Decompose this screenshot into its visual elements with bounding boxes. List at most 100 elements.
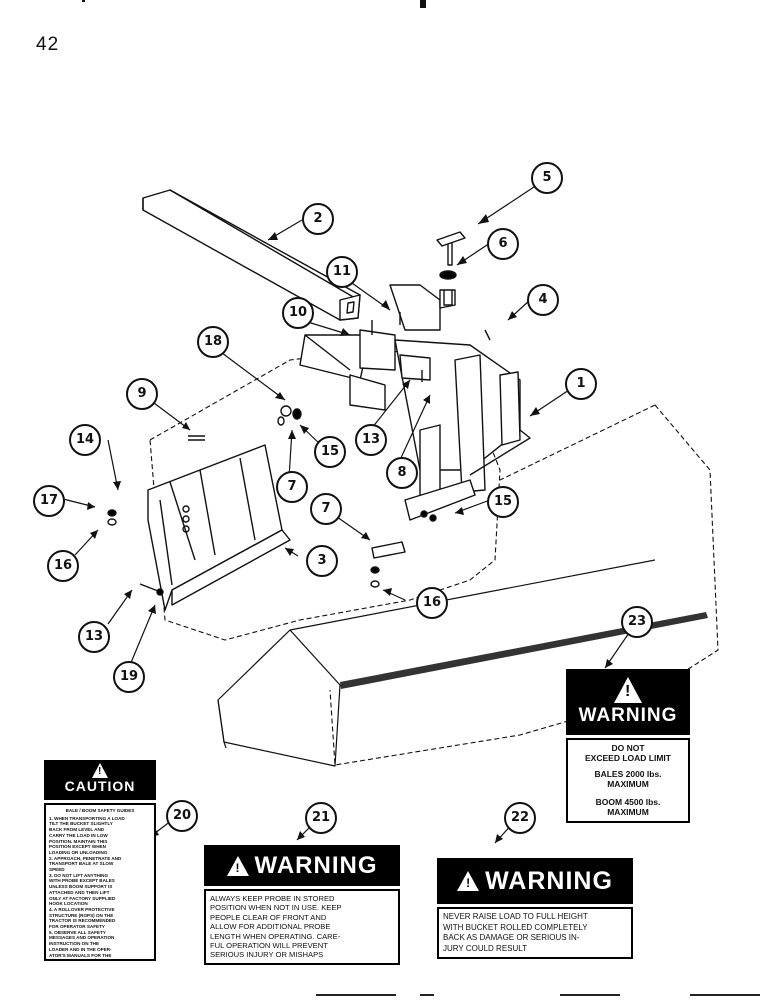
caution-line: ONLY AT FACTORY SUPPLIED [49, 895, 116, 901]
callout-16: 16 [416, 587, 448, 619]
callout-15: 15 [314, 436, 346, 468]
caution-banner: ! CAUTION [44, 760, 156, 800]
callout-20: 20 [166, 800, 198, 832]
caution-line: LOADER AND BALE / BOOM [49, 958, 112, 961]
callout-23: 23 [621, 606, 653, 638]
caution-line: SPEED [49, 867, 65, 873]
caution-line: 4. A ROLLOVER PROTECTIVE [49, 906, 115, 912]
warning-line: POSITION WHEN NOT IN USE. KEEP [210, 903, 342, 913]
callout-21: 21 [305, 802, 337, 834]
callout-2: 2 [302, 203, 334, 235]
caution-line: TILT THE BUCKET SLIGHTLY [49, 821, 113, 827]
top-rule-right [420, 0, 426, 8]
warning-header: WARNING [254, 851, 378, 879]
caution-line: 1. WHEN TRANSPORTING A LOAD [49, 815, 125, 821]
caution-header: CAUTION [64, 778, 136, 794]
caution-line: STRUCTURE (ROPS) ON THE [49, 912, 114, 918]
caution-line: TRANSPORT BALE AT SLOW [49, 861, 114, 867]
callout-5: 5 [531, 162, 563, 194]
warning-line: BOOM 4500 lbs. [595, 797, 661, 807]
bottom-rule [690, 994, 760, 996]
callout-1: 1 [565, 368, 597, 400]
caution-line: ATTACHED AND THEN LIFT [49, 889, 110, 895]
warning-header: WARNING [578, 705, 678, 726]
warning-header: WARNING [485, 866, 613, 895]
callout-19: 19 [113, 661, 145, 693]
bracket-part-3 [147, 444, 291, 611]
warning-line: NEVER RAISE LOAD TO FULL HEIGHT [443, 912, 588, 921]
warning-decal-raise-load: ! WARNING NEVER RAISE LOAD TO FULL HEIGH… [437, 858, 633, 959]
caution-line: FOR OPERATOR SAFETY [49, 924, 105, 930]
warning-line: LENGTH WHEN OPERATING. CARE- [210, 931, 341, 941]
frame-part-1 [299, 284, 531, 521]
top-rule-left [82, 0, 85, 2]
link-part-7 [371, 541, 406, 559]
caution-line: TRACTOR IS RECOMMENDED [49, 918, 116, 924]
warning-triangle-icon: ! [457, 871, 480, 891]
callout-13: 13 [355, 424, 387, 456]
warning-line: MAXIMUM [607, 807, 649, 817]
warning-line: ALWAYS KEEP PROBE IN STORED [210, 894, 335, 903]
warning-triangle-icon: ! [614, 677, 642, 703]
bottom-rule [560, 994, 620, 996]
caution-line: 2. APPROACH, PENETRATE AND [49, 855, 122, 861]
warning-line: ALLOW FOR ADDITIONAL PROBE [210, 922, 331, 932]
callout-10: 9 [126, 378, 158, 410]
callout-17: 17 [33, 485, 65, 517]
warning-line: BACK AS DAMAGE OR SERIOUS IN- [443, 933, 580, 942]
bottom-rule [316, 994, 396, 996]
warning-decal-load-limit: ! WARNING DO NOT EXCEED LOAD LIMIT BALES… [566, 669, 690, 823]
warning-line: EXCEED LOAD LIMIT [585, 753, 671, 763]
caution-line: LOADER AND IN THE OPER- [49, 946, 112, 952]
warning-line: PEOPLE CLEAR OF FRONT AND [210, 912, 327, 922]
callout-8: 7 [276, 471, 308, 503]
warning-banner: ! WARNING [566, 669, 690, 735]
warning-line: MAXIMUM [607, 779, 649, 789]
caution-line: CARRY THE LOAD IN LOW [49, 832, 108, 838]
warning-banner: ! WARNING [437, 858, 633, 904]
warning-line: FUL OPERATION WILL PREVENT [210, 941, 328, 951]
callout-13: 13 [78, 621, 110, 653]
caution-line: 5. OBSERVE ALL SAFETY [49, 929, 106, 935]
warning-line: JURY COULD RESULT [443, 943, 528, 953]
callout-4: 4 [527, 284, 559, 316]
callout-7: 7 [310, 493, 342, 525]
callout-16: 16 [47, 550, 79, 582]
callout-14: 14 [69, 424, 101, 456]
caution-line: LOADING OR UNLOADING [49, 849, 108, 855]
callout-11: 10 [282, 297, 314, 329]
caution-line: POSITION. MAINTAIN THIS [49, 838, 108, 844]
callout-6: 6 [487, 228, 519, 260]
warning-line: WITH BUCKET ROLLED COMPLETELY [443, 922, 588, 932]
boom-part-2 [142, 189, 361, 321]
caution-line: POSITION EXCEPT WHEN [49, 844, 106, 850]
bottom-rule [420, 994, 434, 996]
caution-line: HOOK LOCATION [49, 901, 88, 907]
warning-triangle-icon: ! [92, 763, 108, 778]
caution-line: INSTRUCTION ON THE [49, 941, 100, 947]
caution-line: UNLESS BOOM SUPPORT IS [49, 884, 113, 890]
caution-title: BALE / BOOM SAFETY GUIDES [65, 808, 135, 813]
callout-22: 22 [504, 802, 536, 834]
warning-line: BALES 2000 lbs. [594, 769, 662, 779]
caution-line: MESSAGES AND OPERATION [49, 935, 115, 941]
caution-line: 3. DO NOT LIFT ANYTHING [49, 872, 109, 878]
caution-line: ATOR'S MANUALS FOR THE [49, 952, 112, 958]
caution-body: BALE / BOOM SAFETY GUIDES 1. WHEN TRANSP… [44, 803, 156, 961]
callout-15: 15 [487, 486, 519, 518]
callout-18: 18 [197, 326, 229, 358]
warning-body: DO NOT EXCEED LOAD LIMIT BALES 2000 lbs.… [566, 738, 690, 823]
caution-line: BACK FROM LEVEL AND [49, 827, 105, 833]
bucket-edge-shade [340, 612, 708, 689]
warning-banner: ! WARNING [204, 845, 400, 886]
warning-line: SERIOUS INJURY OR MISHAPS [210, 950, 324, 960]
callout-12: 11 [326, 256, 358, 288]
hardware-bolts [107, 312, 437, 596]
